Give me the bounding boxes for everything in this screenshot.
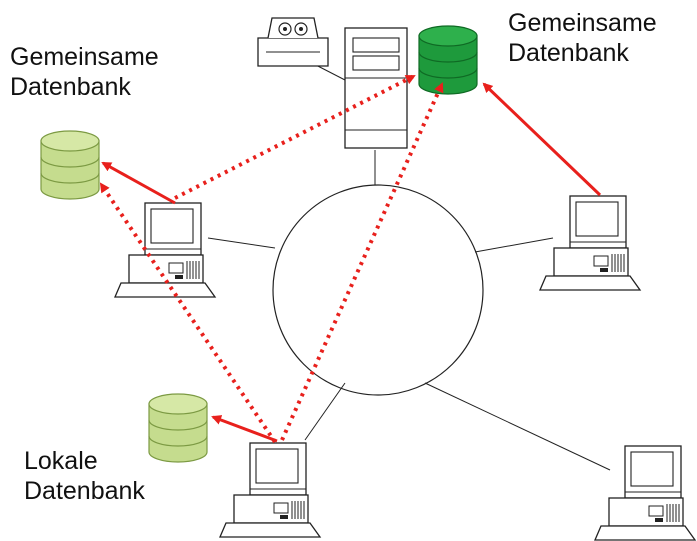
solid-arrows	[101, 82, 602, 443]
label-local-db: Lokale Datenbank	[24, 446, 145, 506]
workstation-icon-right	[539, 195, 641, 291]
label-line: Datenbank	[10, 73, 131, 101]
database-icon-local	[148, 393, 208, 463]
network-ring	[272, 184, 484, 396]
tape-drive-icon	[257, 17, 329, 67]
network-connections	[207, 61, 611, 471]
label-line: Lokale	[24, 447, 98, 475]
server-tower-icon	[344, 27, 408, 149]
label-shared-db-top-right: Gemeinsame Datenbank	[508, 8, 657, 68]
database-icon-shared-main	[418, 25, 478, 95]
arrow-right-to-shared-db	[482, 82, 602, 197]
arrow-bottom-to-local-db	[211, 415, 278, 443]
workstation-icon-bottom-left	[219, 442, 321, 538]
label-line: Gemeinsame	[10, 43, 159, 71]
dotted-arrow-bottom-to-main-db	[280, 82, 444, 441]
label-line: Gemeinsame	[508, 9, 657, 37]
dotted-arrows	[99, 74, 444, 444]
label-line: Datenbank	[24, 477, 145, 505]
arrow-left-to-shared-db	[101, 161, 176, 205]
workstation-icon-bottom-right	[594, 445, 696, 541]
label-line: Datenbank	[508, 39, 629, 67]
workstation-icon-left	[114, 202, 216, 298]
label-shared-db-top-left: Gemeinsame Datenbank	[10, 42, 159, 102]
database-icon-shared-left	[40, 130, 100, 200]
